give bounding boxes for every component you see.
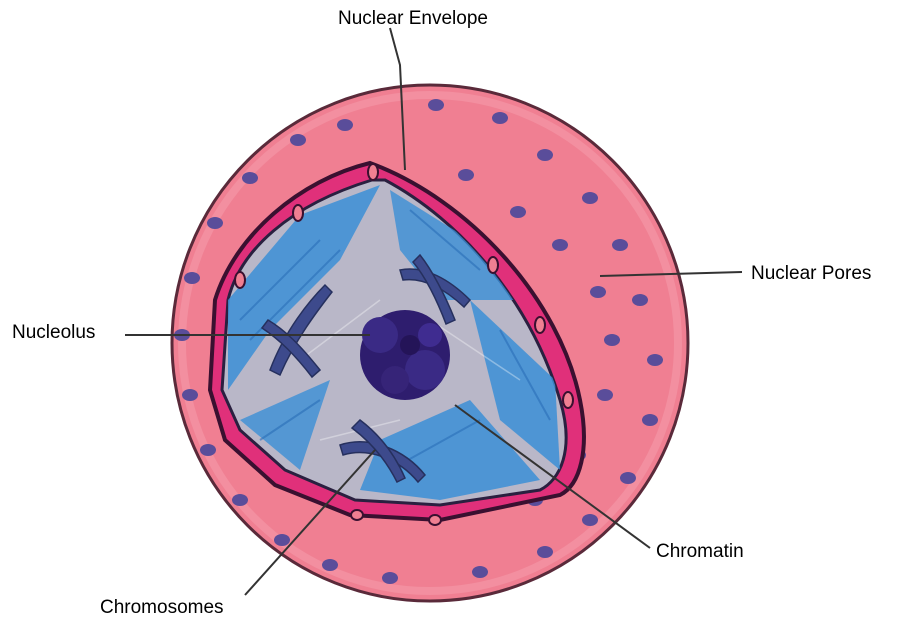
- pore-dot: [590, 286, 606, 298]
- label-nuclear-pores: Nuclear Pores: [751, 264, 871, 283]
- pore-dot: [604, 334, 620, 346]
- pore-dot: [382, 572, 398, 584]
- pore-dot: [274, 534, 290, 546]
- pore-dot: [492, 112, 508, 124]
- pore-dot: [322, 559, 338, 571]
- pore-dot: [632, 294, 648, 306]
- pore-dot: [510, 206, 526, 218]
- pore-dot: [582, 192, 598, 204]
- pore-dot: [182, 389, 198, 401]
- pore-dot: [612, 239, 628, 251]
- label-nucleolus: Nucleolus: [12, 323, 95, 342]
- pore-dot: [207, 217, 223, 229]
- pore-dot: [620, 472, 636, 484]
- pore-dot: [537, 149, 553, 161]
- pore-dot: [200, 444, 216, 456]
- nucleolus: [360, 310, 450, 400]
- pore-dot: [337, 119, 353, 131]
- label-chromatin: Chromatin: [656, 542, 744, 561]
- pore-dot: [458, 169, 474, 181]
- pore-dot: [472, 566, 488, 578]
- label-chromosomes: Chromosomes: [100, 598, 224, 617]
- pore-dot: [428, 99, 444, 111]
- pore-dot: [552, 239, 568, 251]
- pore-dot: [597, 389, 613, 401]
- pore-dot: [242, 172, 258, 184]
- label-nuclear-envelope: Nuclear Envelope: [338, 9, 488, 28]
- pore-dot: [290, 134, 306, 146]
- pore-dot: [184, 272, 200, 284]
- pore-dot: [647, 354, 663, 366]
- pore-dot: [232, 494, 248, 506]
- pore-dot: [537, 546, 553, 558]
- pore-dot: [642, 414, 658, 426]
- pore-dot: [582, 514, 598, 526]
